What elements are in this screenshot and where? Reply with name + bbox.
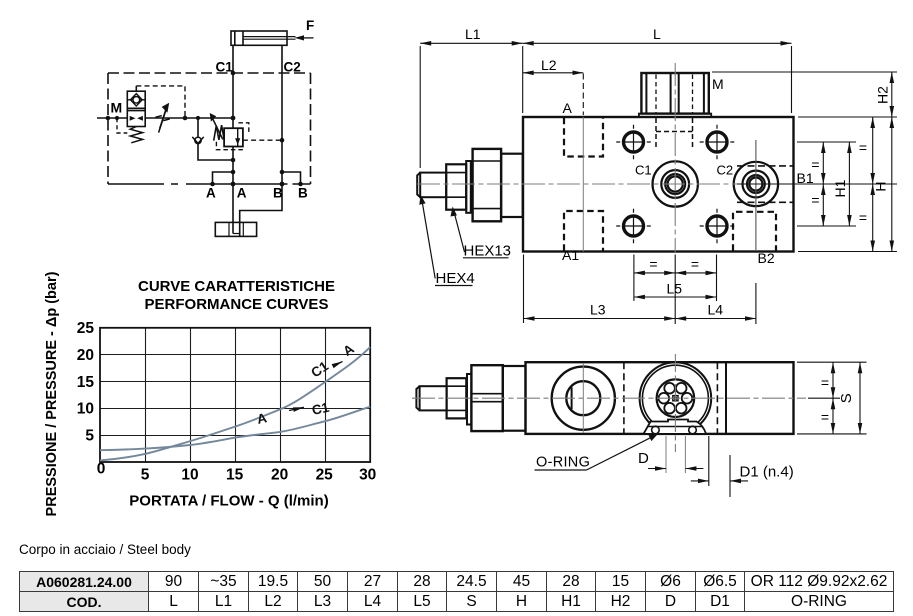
svg-text:L3: L3 <box>590 302 606 318</box>
svg-text:C2: C2 <box>284 60 301 75</box>
svg-text:PORTATA / FLOW - Q (l/min): PORTATA / FLOW - Q (l/min) <box>129 493 328 510</box>
svg-text:C1: C1 <box>216 60 234 75</box>
svg-text:L4: L4 <box>708 302 724 318</box>
svg-text:25: 25 <box>316 466 334 483</box>
svg-text:HEX13: HEX13 <box>464 243 512 260</box>
svg-text:15: 15 <box>226 466 244 483</box>
svg-text:HEX4: HEX4 <box>436 270 475 287</box>
svg-text:D1 (n.4): D1 (n.4) <box>740 464 794 481</box>
svg-text:H: H <box>873 181 889 191</box>
svg-text:M: M <box>111 100 123 116</box>
svg-text:C1: C1 <box>308 358 331 380</box>
svg-text:B: B <box>273 186 283 201</box>
svg-text:C1: C1 <box>311 400 331 418</box>
svg-text:S: S <box>838 393 855 403</box>
svg-text:C1: C1 <box>635 163 652 178</box>
svg-text:=: = <box>859 140 867 156</box>
svg-text:=: = <box>811 192 819 208</box>
svg-text:D: D <box>638 450 649 467</box>
svg-text:C2: C2 <box>717 163 734 178</box>
svg-text:L1: L1 <box>465 26 481 42</box>
svg-text:A1: A1 <box>562 247 579 263</box>
svg-text:F: F <box>306 18 314 33</box>
svg-text:20: 20 <box>271 466 288 483</box>
svg-text:10: 10 <box>181 466 198 483</box>
svg-text:A: A <box>237 186 247 201</box>
svg-text:=: = <box>649 256 657 272</box>
svg-text:25: 25 <box>77 320 95 337</box>
svg-text:H2: H2 <box>875 86 891 104</box>
svg-text:B2: B2 <box>758 250 775 266</box>
svg-text:L2: L2 <box>541 57 557 73</box>
svg-text:A: A <box>206 186 216 201</box>
svg-text:0: 0 <box>97 461 106 478</box>
svg-text:A: A <box>256 410 269 427</box>
svg-text:B: B <box>298 186 308 201</box>
svg-text:L5: L5 <box>667 281 683 297</box>
svg-text:5: 5 <box>141 466 150 483</box>
svg-text:=: = <box>859 210 867 226</box>
svg-text:L: L <box>653 26 661 42</box>
svg-text:=: = <box>811 157 819 173</box>
svg-text:=: = <box>821 409 829 425</box>
svg-text:O-RING: O-RING <box>536 455 590 471</box>
svg-text:5: 5 <box>85 428 94 445</box>
svg-text:15: 15 <box>77 374 95 391</box>
svg-text:10: 10 <box>77 401 94 418</box>
svg-text:20: 20 <box>77 347 94 364</box>
svg-text:M: M <box>712 76 724 92</box>
svg-text:=: = <box>691 256 699 272</box>
svg-text:CURVE CARATTERISTICHE: CURVE CARATTERISTICHE <box>138 278 335 295</box>
svg-text:=: = <box>821 374 829 390</box>
svg-text:30: 30 <box>359 466 376 483</box>
svg-text:A: A <box>563 100 573 116</box>
svg-text:H1: H1 <box>832 179 848 197</box>
svg-text:A: A <box>340 341 357 359</box>
svg-text:PERFORMANCE CURVES: PERFORMANCE CURVES <box>145 296 329 313</box>
svg-text:PRESSIONE / PRESSURE - Δp (bar: PRESSIONE / PRESSURE - Δp (bar) <box>44 271 60 516</box>
svg-text:B1: B1 <box>797 170 814 186</box>
